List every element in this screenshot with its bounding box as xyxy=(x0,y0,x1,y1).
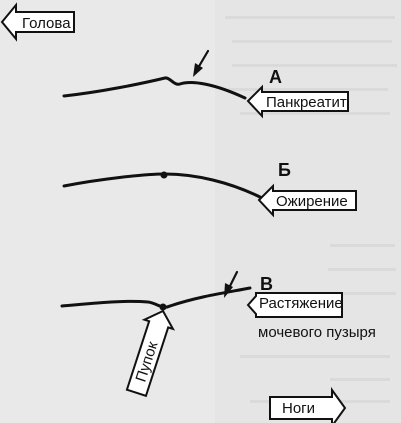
pointer-arrow-a xyxy=(198,51,208,68)
pointer-arrowhead-a xyxy=(193,63,203,77)
navel-dot-b xyxy=(161,172,168,179)
letter-a: А xyxy=(269,67,282,87)
navel-dot-v xyxy=(160,304,167,311)
pancreatitis-label: Панкреатит xyxy=(266,94,347,111)
background-bleed-text xyxy=(215,0,401,423)
bladder-label-line1: Растяжение xyxy=(259,295,343,312)
pancreatitis-arrow: Панкреатит xyxy=(248,87,348,116)
head-label: Голова xyxy=(22,15,71,32)
legs-label: Ноги xyxy=(282,400,315,417)
letter-v: В xyxy=(260,274,273,294)
obesity-arrow: Ожирение xyxy=(259,186,356,215)
navel-arrow: Пупок xyxy=(122,306,177,397)
head-arrow: Голова xyxy=(2,5,74,39)
letter-b: Б xyxy=(278,160,291,180)
bladder-label-line2: мочевого пузыря xyxy=(258,324,376,341)
obesity-label: Ожирение xyxy=(276,193,348,210)
